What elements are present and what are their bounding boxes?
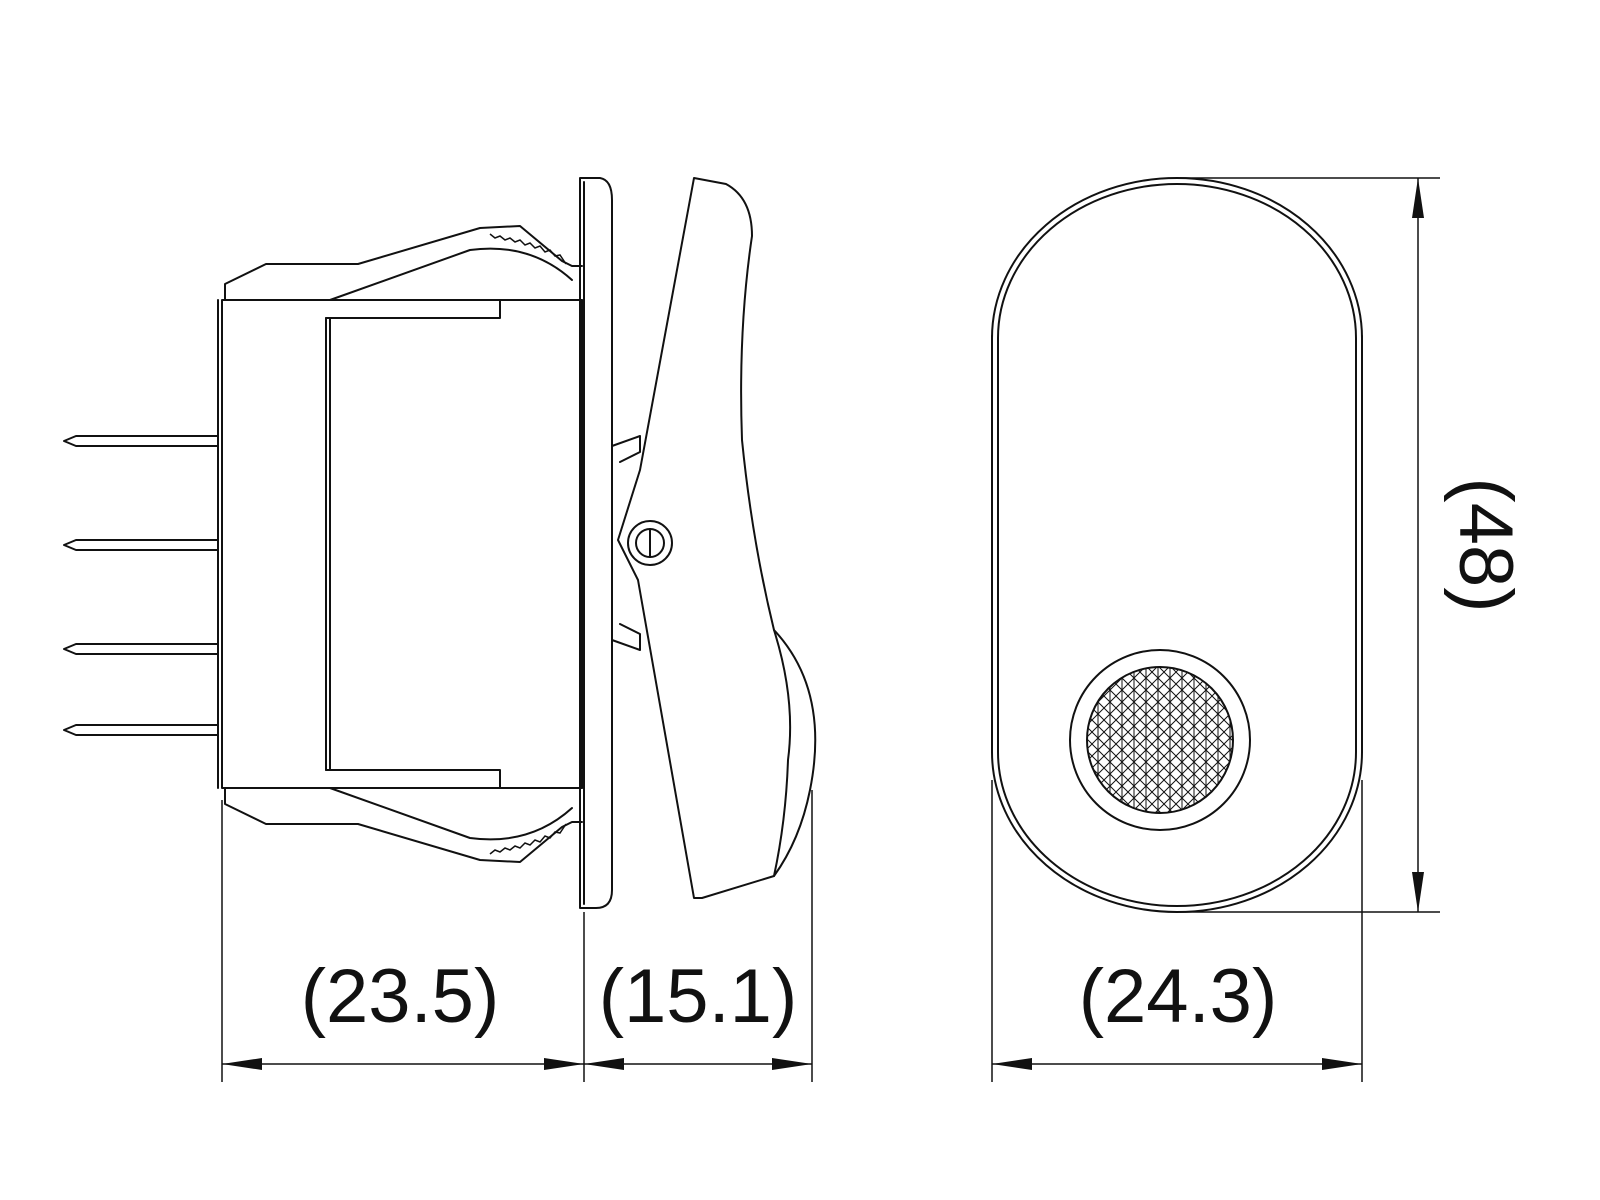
arrowhead [772, 1058, 812, 1070]
terminal-pin [63, 643, 219, 655]
dimension-label: (48) [1443, 477, 1528, 612]
dimension-rocker-height: (15.1) [584, 954, 812, 1070]
dimension-label: (23.5) [301, 954, 500, 1039]
mounting-bezel [579, 177, 613, 909]
rocker-face [991, 177, 1363, 913]
arrowhead [1322, 1058, 1362, 1070]
lower-retaining-clip [224, 787, 583, 863]
dimension-height: (48) [1412, 178, 1528, 912]
actuator-stem [611, 435, 641, 651]
arrowhead [992, 1058, 1032, 1070]
dimension-body-depth: (23.5) [222, 954, 584, 1070]
terminal-pins [63, 435, 219, 736]
rocker-actuator [617, 177, 817, 899]
dimension-label: (15.1) [599, 954, 798, 1039]
terminal-pin [63, 539, 219, 551]
arrowhead [1412, 178, 1424, 218]
front-extension-lines [991, 177, 1440, 1082]
arrowhead [1412, 872, 1424, 912]
upper-retaining-clip [224, 225, 583, 301]
terminal-pin [63, 724, 219, 736]
dimension-width: (24.3) [992, 954, 1362, 1070]
dimension-label: (24.3) [1079, 954, 1278, 1039]
arrowhead [222, 1058, 262, 1070]
indicator-lens [1069, 649, 1251, 831]
switch-housing [217, 299, 583, 789]
front-view: (24.3) (48) [991, 177, 1528, 1082]
arrowhead [544, 1058, 584, 1070]
terminal-pin [63, 435, 219, 447]
side-extension-lines [221, 790, 813, 1082]
arrowhead [584, 1058, 624, 1070]
pivot-pin [627, 520, 673, 566]
side-view: (23.5) (15.1) [63, 177, 817, 1082]
